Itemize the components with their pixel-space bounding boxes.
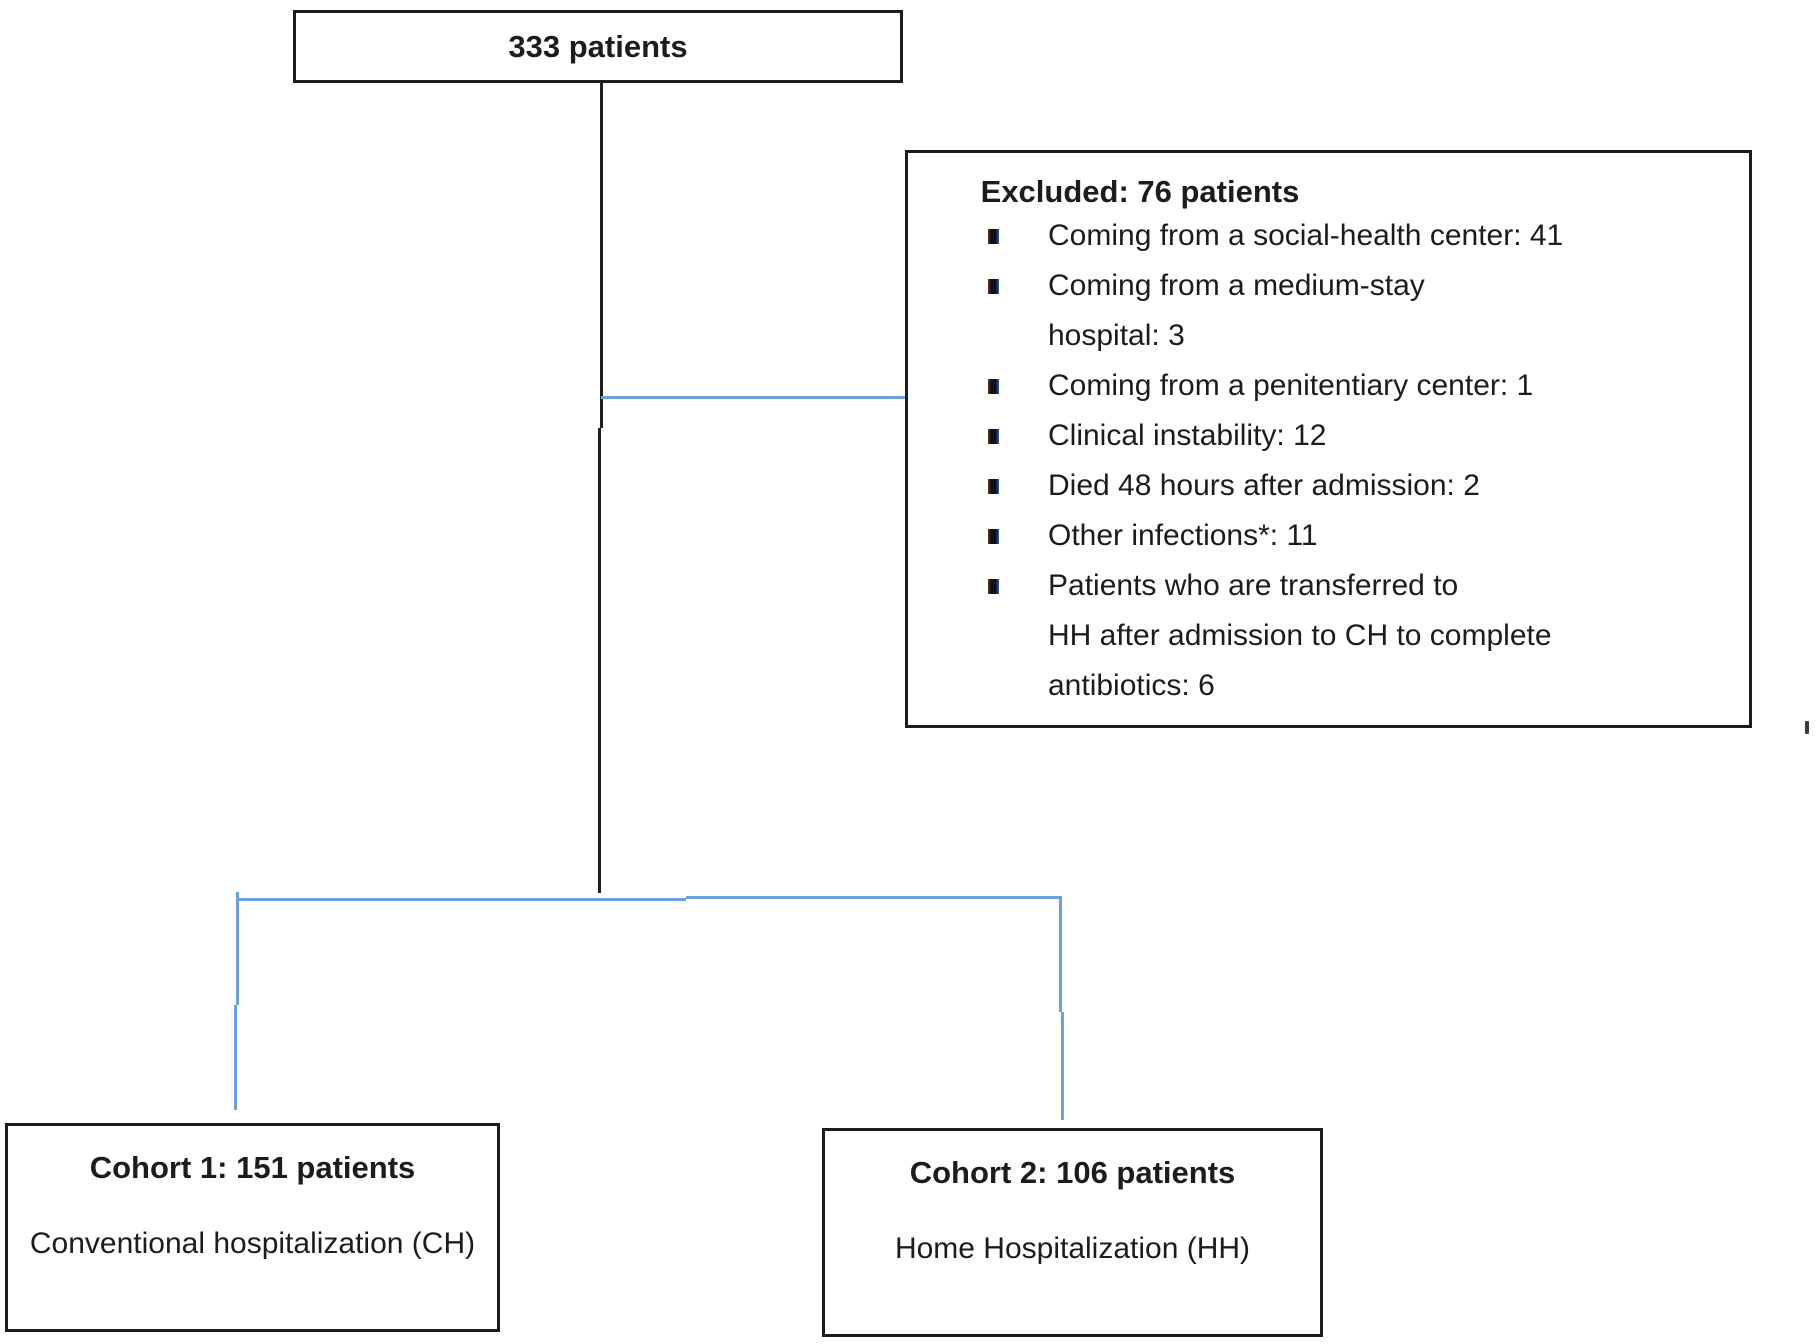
excluded-item-text: Coming from a social-health center: 41 — [1048, 219, 1564, 252]
square-bullet-icon — [988, 229, 999, 244]
total-patients-label: 333 patients — [508, 28, 688, 64]
excluded-item-text: Patients who are transferred to — [1048, 569, 1459, 602]
scan-artifact-mark — [1805, 721, 1809, 734]
square-bullet-icon — [988, 479, 999, 494]
square-bullet-icon — [988, 529, 999, 544]
square-bullet-icon — [988, 279, 999, 294]
branch-left-drop-lower — [234, 1005, 237, 1110]
excluded-item: Other infections*: 11 — [980, 511, 1700, 561]
cohort2-title: Cohort 2: 106 patients — [909, 1155, 1236, 1190]
branch-right-drop-upper — [1059, 896, 1062, 1012]
cohort1-subtitle: Conventional hospitalization (CH) — [29, 1227, 476, 1260]
excluded-item-text: Other infections*: 11 — [1048, 519, 1318, 552]
excluded-item-text: HH after admission to CH to complete — [1048, 619, 1552, 652]
branch-right-drop-lower — [1061, 1012, 1064, 1120]
excluded-item-text: Coming from a penitentiary center: 1 — [1048, 369, 1534, 402]
excluded-item-continuation: hospital: 3 — [980, 311, 1700, 361]
cohort2-subtitle: Home Hospitalization (HH) — [894, 1232, 1251, 1265]
excluded-list: Coming from a social-health center: 41 C… — [980, 211, 1700, 711]
total-patients-box: 333 patients — [293, 10, 903, 83]
square-bullet-icon — [988, 579, 999, 594]
branch-horizontal-left — [236, 898, 686, 901]
excluded-item: Died 48 hours after admission: 2 — [980, 461, 1700, 511]
cohort1-box: Cohort 1: 151 patients Conventional hosp… — [5, 1123, 500, 1332]
excluded-title: Excluded: 76 patients — [980, 174, 1300, 209]
branch-left-drop-upper — [236, 898, 239, 1005]
square-bullet-icon — [988, 379, 999, 394]
cohort1-title: Cohort 1: 151 patients — [89, 1150, 416, 1185]
excluded-item-text: antibiotics: 6 — [1048, 669, 1215, 702]
excluded-item-text: Clinical instability: 12 — [1048, 419, 1327, 452]
excluded-item-text: Died 48 hours after admission: 2 — [1048, 469, 1480, 502]
excluded-item-continuation: antibiotics: 6 — [980, 661, 1700, 711]
connector-vertical-top — [600, 83, 603, 428]
cohort2-box: Cohort 2: 106 patients Home Hospitalizat… — [822, 1128, 1323, 1337]
square-bullet-icon — [988, 429, 999, 444]
branch-horizontal-right — [686, 896, 1062, 899]
connector-excluded — [601, 396, 905, 399]
excluded-box — [905, 150, 1752, 728]
excluded-item-text: hospital: 3 — [1048, 319, 1185, 352]
branch-corner-nub — [236, 892, 239, 899]
excluded-item-continuation: HH after admission to CH to complete — [980, 611, 1700, 661]
excluded-item: Coming from a medium-stay — [980, 261, 1700, 311]
excluded-item: Coming from a penitentiary center: 1 — [980, 361, 1700, 411]
excluded-item-text: Coming from a medium-stay — [1048, 269, 1425, 302]
excluded-item: Clinical instability: 12 — [980, 411, 1700, 461]
excluded-item: Coming from a social-health center: 41 — [980, 211, 1700, 261]
connector-vertical-bottom — [598, 428, 601, 893]
excluded-item: Patients who are transferred to — [980, 561, 1700, 611]
